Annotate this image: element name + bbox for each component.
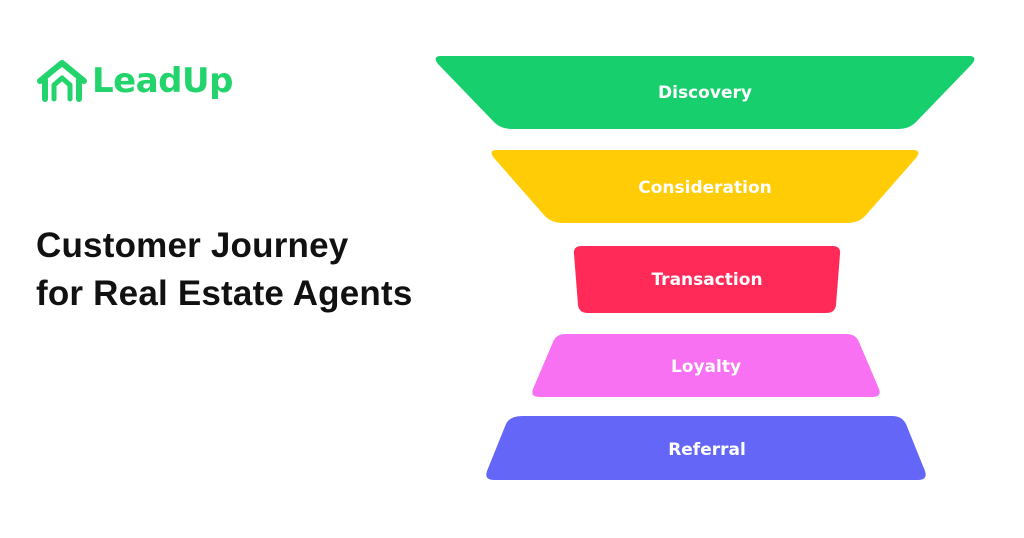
stage-label-consideration: Consideration (638, 178, 772, 198)
funnel-band-loyalty (532, 334, 880, 397)
funnel-stage-loyalty: Loyalty (532, 334, 880, 397)
funnel-stage-referral: Referral (486, 416, 926, 480)
page-title: Customer Journey for Real Estate Agents (36, 222, 413, 318)
brand-name: LeadUp (92, 61, 233, 101)
funnel-stage-consideration: Consideration (491, 150, 919, 223)
stage-label-referral: Referral (668, 440, 746, 460)
funnel-band-consideration (491, 150, 919, 223)
stage-label-transaction: Transaction (651, 270, 762, 290)
funnel-stage-transaction: Transaction (573, 246, 841, 313)
stage-label-loyalty: Loyalty (671, 357, 741, 377)
funnel-stage-discovery: Discovery (435, 56, 975, 129)
house-logo-icon (37, 60, 87, 102)
title-line-1: Customer Journey (36, 226, 349, 265)
funnel-band-discovery (435, 56, 975, 129)
leadup-logo: LeadUp (36, 56, 233, 106)
funnel-band-transaction (573, 246, 841, 313)
stage-label-discovery: Discovery (658, 83, 752, 103)
funnel-band-referral (486, 416, 926, 480)
title-line-2: for Real Estate Agents (36, 274, 413, 313)
